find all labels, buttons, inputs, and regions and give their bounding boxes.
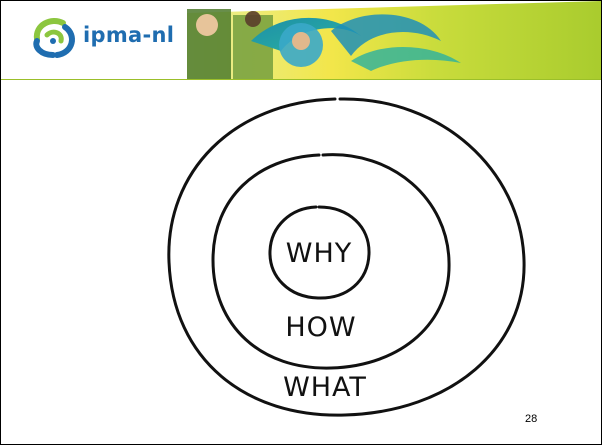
page-number: 28 (525, 413, 537, 425)
banner-photo-head (245, 11, 261, 27)
brand-name: ipma-nl (83, 23, 174, 47)
banner-photo-face-2 (292, 32, 310, 50)
golden-circle-diagram: WHY HOW WHAT (1, 80, 601, 444)
ring-label-why: WHY (286, 238, 353, 269)
ring-label-how: HOW (285, 312, 356, 343)
slide-header: ipma-nl (1, 1, 601, 79)
ipma-logo-icon (36, 21, 72, 55)
ring-label-what: WHAT (283, 372, 367, 403)
banner-photo-face (196, 14, 218, 36)
